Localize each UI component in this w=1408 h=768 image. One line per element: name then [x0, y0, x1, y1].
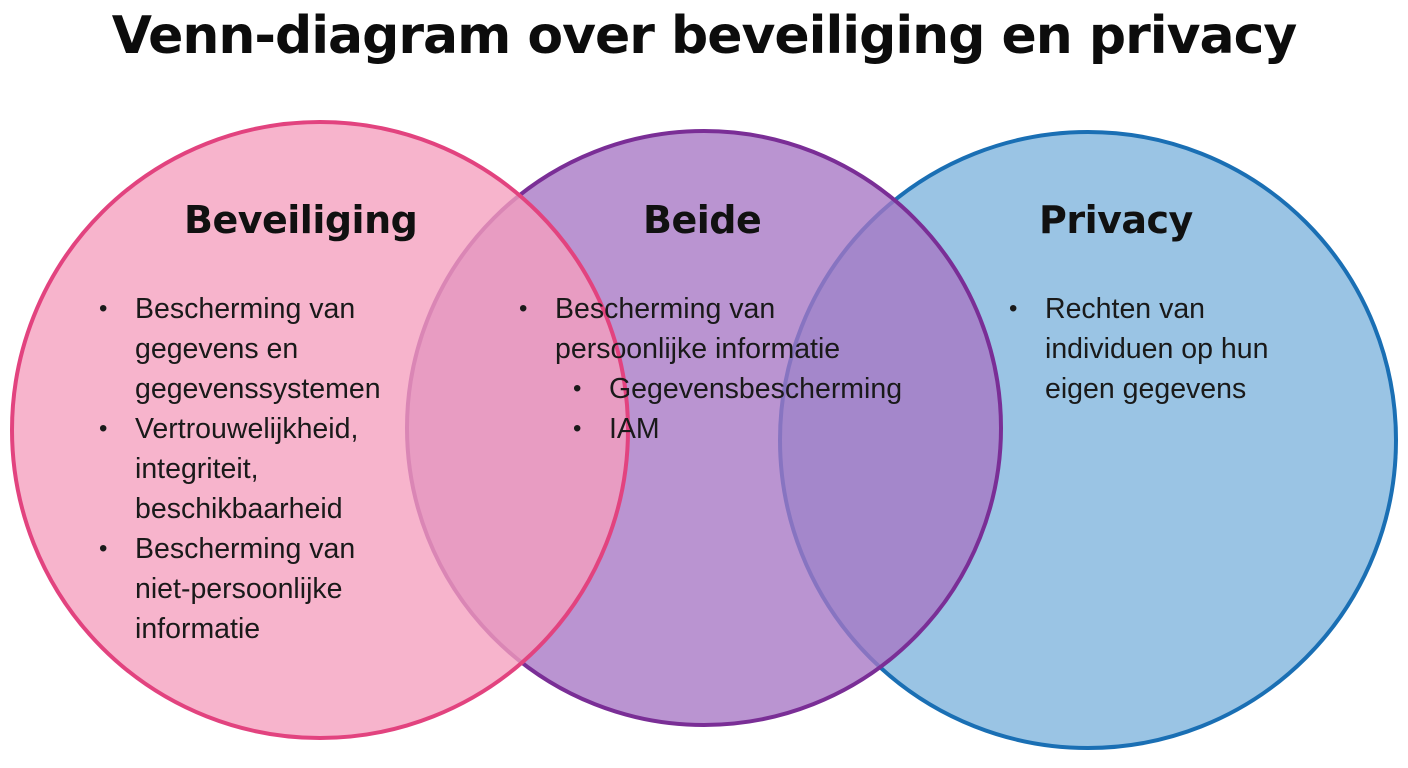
security-heading: Beveiliging: [184, 198, 418, 242]
privacy-item: Rechten van individuen op hun eigen gege…: [1007, 289, 1315, 409]
privacy-list: Rechten van individuen op hun eigen gege…: [1007, 289, 1327, 409]
both-heading: Beide: [643, 198, 762, 242]
security-item: Bescherming van gegevens en gegevenssyst…: [97, 289, 417, 409]
privacy-heading: Privacy: [1039, 198, 1193, 242]
both-item: Bescherming van persoonlijke informatie: [517, 289, 855, 369]
security-item: Bescherming van niet-persoonlijke inform…: [97, 529, 417, 649]
both-list: Bescherming van persoonlijke informatie …: [517, 289, 957, 449]
both-subitem: Gegevensbescherming: [517, 369, 957, 409]
security-list: Bescherming van gegevens en gegevenssyst…: [97, 289, 417, 649]
security-item: Vertrouwelijkheid, integriteit, beschikb…: [97, 409, 417, 529]
both-subitem: IAM: [517, 409, 957, 449]
page-title: Venn-diagram over beveiliging en privacy: [111, 6, 1298, 66]
